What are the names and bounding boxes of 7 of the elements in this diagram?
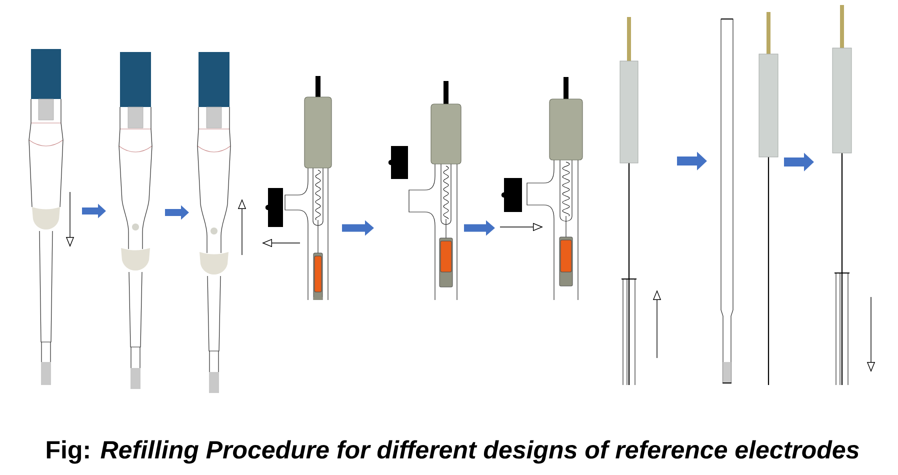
electrode (388, 81, 462, 300)
electrode (28, 49, 74, 385)
electrode (832, 5, 876, 386)
caption: Fig: Refilling Procedure for different designs of reference electrodes (46, 440, 859, 464)
electrode (118, 52, 152, 389)
glass-tube (720, 18, 734, 384)
electrode (758, 12, 778, 385)
